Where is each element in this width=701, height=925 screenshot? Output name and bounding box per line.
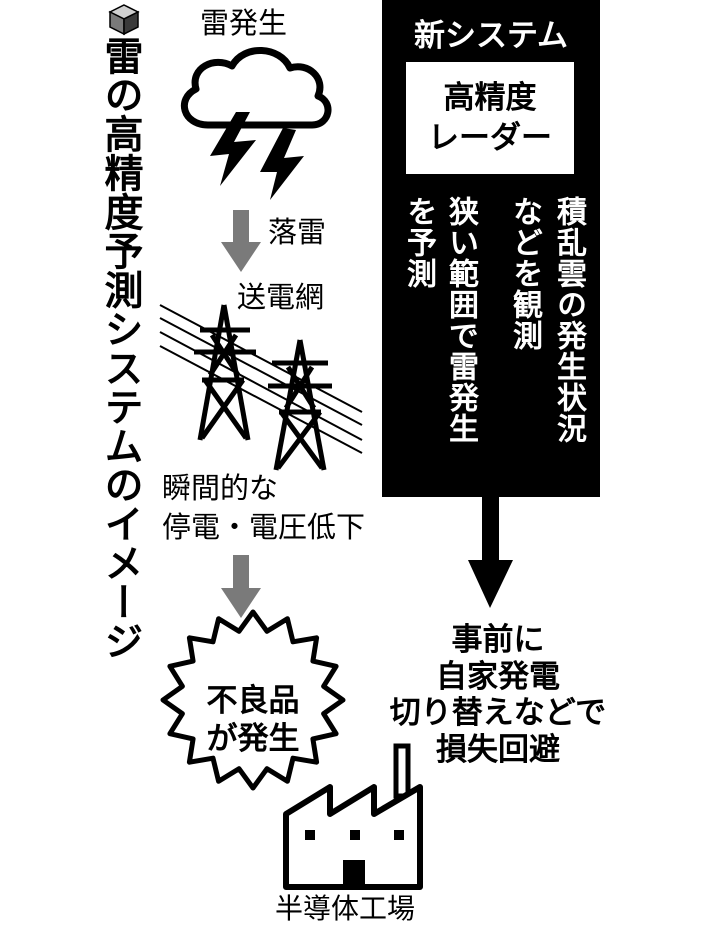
defect-burst	[160, 609, 346, 791]
panel-arrow	[468, 496, 513, 608]
outage-label-line2: 停電・電圧低下	[162, 510, 366, 544]
result-text: 事前に 自家発電 切り替えなどで 損失回避	[378, 622, 618, 768]
outage-arrow	[221, 555, 261, 618]
panel-text-col2: などを観測	[507, 196, 542, 351]
power-lines	[159, 304, 363, 454]
factory-label: 半導体工場	[275, 892, 416, 925]
factory-icon	[283, 743, 423, 890]
defect-badge-line1: 不良品	[206, 683, 300, 719]
defect-badge: 不良品 が発生	[193, 682, 313, 758]
result-line3: 切り替えなどで	[389, 695, 607, 732]
result-line2: 自家発電	[436, 658, 560, 695]
radar-line2: レーダー	[428, 120, 552, 156]
strike-label: 落雷	[268, 215, 327, 249]
panel-text-col1: 積乱雲の発生状況	[551, 196, 586, 444]
panel-text-col3: 狭い範囲で雷発生	[443, 196, 478, 444]
panel-title: 新システム	[413, 18, 569, 54]
result-line1: 事前に	[451, 622, 545, 658]
radar-line1: 高精度	[443, 80, 537, 116]
lightning-bolt-icon	[210, 112, 256, 186]
new-system-panel: 新システム 高精度 レーダー 積乱雲の発生状況 などを観測 狭い範囲で雷発生 を…	[382, 0, 600, 497]
cube-icon	[108, 4, 140, 36]
outage-label-line1: 瞬間的な	[162, 471, 279, 505]
transmission-tower-icon	[268, 339, 332, 471]
diagram-title: 雷の高精度予測システムのイメージ	[98, 36, 143, 660]
transmission-tower-icon	[194, 304, 256, 441]
strike-arrow	[221, 210, 261, 272]
grid-label: 送電網	[237, 280, 325, 314]
radar-box: 高精度 レーダー	[406, 62, 574, 174]
defect-badge-line2: が発生	[206, 721, 300, 757]
cloud-icon	[181, 47, 332, 129]
thunder-label: 雷発生	[200, 6, 288, 40]
result-line4: 損失回避	[436, 731, 560, 768]
panel-text-col4: を予測	[401, 196, 436, 289]
lightning-bolt-icon	[260, 128, 304, 200]
